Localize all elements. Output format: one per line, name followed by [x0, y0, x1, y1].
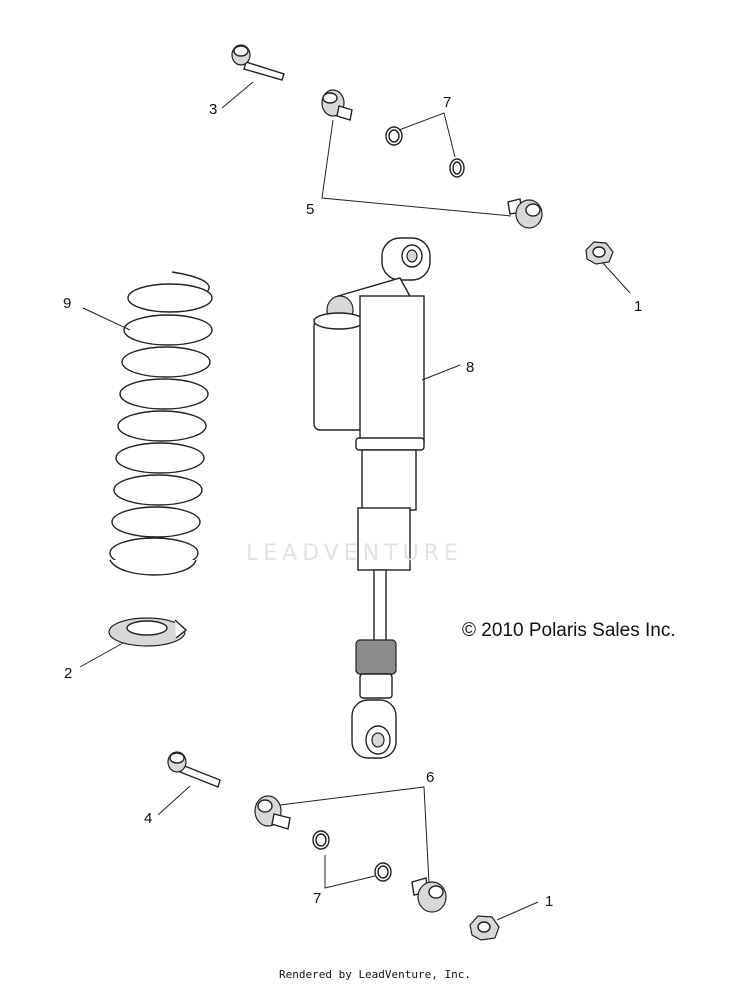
callout-1-top: 1 [634, 298, 642, 315]
leader-line-3 [221, 81, 254, 109]
bushing-part-5-left [321, 89, 353, 121]
callout-7-bottom: 7 [313, 890, 321, 907]
leader-line-2 [79, 642, 124, 668]
bushing-part-6-right [411, 877, 447, 913]
leader-line-1-bottom [496, 901, 539, 921]
shock-absorber-part-8 [313, 237, 431, 759]
nut-part-1-top [585, 241, 614, 265]
callout-8: 8 [466, 359, 474, 376]
leader-line-9 [82, 307, 131, 331]
leader-line-6 [279, 786, 430, 884]
callout-7-top: 7 [443, 94, 451, 111]
render-footer: Rendered by LeadVenture, Inc. [278, 968, 472, 981]
washer-part-7-upper-left [385, 126, 403, 146]
copyright-notice: © 2010 Polaris Sales Inc. [462, 620, 676, 641]
callout-9: 9 [63, 295, 71, 312]
spring-retainer-part-2 [108, 617, 188, 647]
bushing-part-6-left [254, 795, 291, 830]
washer-part-7-lower-right [374, 862, 392, 882]
leader-line-7-top [398, 112, 456, 158]
leader-line-5 [321, 119, 512, 217]
coil-spring-part-9 [109, 271, 213, 576]
bolt-part-3 [231, 44, 285, 81]
callout-5: 5 [306, 201, 314, 218]
bolt-part-4 [167, 751, 221, 788]
callout-2: 2 [64, 665, 72, 682]
bushing-part-5-right [507, 198, 543, 229]
callout-4: 4 [144, 810, 152, 827]
callout-6: 6 [426, 769, 434, 786]
callout-3: 3 [209, 101, 217, 118]
nut-part-1-bottom [469, 915, 500, 941]
washer-part-7-lower-left [312, 830, 330, 850]
leader-line-8 [421, 364, 461, 381]
washer-part-7-upper-right [449, 158, 465, 178]
watermark-text: LEADVENTURE [246, 541, 463, 566]
leader-line-7-bottom [324, 855, 376, 889]
leader-line-4 [157, 785, 191, 816]
leader-line-1-top [602, 262, 631, 294]
callout-1-bottom: 1 [545, 893, 553, 910]
